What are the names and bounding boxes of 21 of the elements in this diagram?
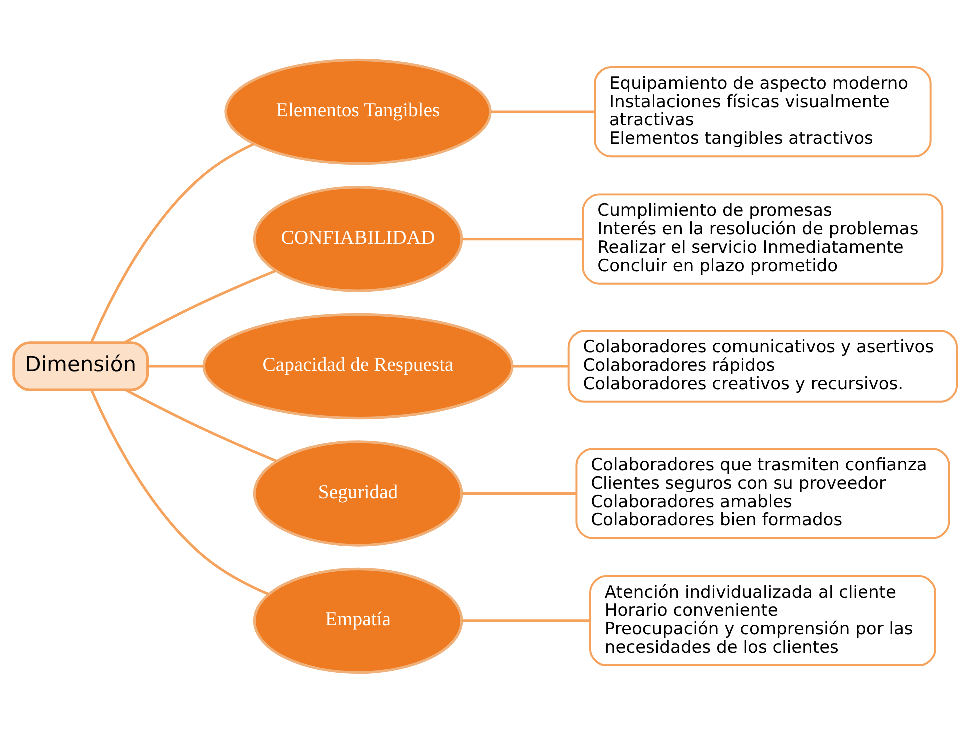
node-box: Cumplimiento de promesas Interés en la resolución de problemas Realizar el servicio Inmediatamente Concluir en plazo prometido [582,193,944,284]
node-ellipse: Elementos Tangibles [224,58,492,165]
connector [512,364,569,368]
connector [126,388,278,462]
node-box: Colaboradores que trasmiten confianza Clientes seguros con su proveedor Colaboradores amables Colaboradores bien formados [576,448,950,539]
connector [462,619,590,622]
node-ellipse: CONFIABILIDAD [253,186,464,292]
node-box: Colaboradores comunicativos y asertivos Colaboradores rápidos Colaboradores creativos y recursivos. [568,330,958,402]
node-box: Equipamiento de aspecto moderno Instalaciones físicas visualmente atractivas Elementos tangibles atractivos [594,66,932,158]
connector [490,110,595,113]
connector [148,364,204,368]
node-box: Atención individualizada al cliente Horario conveniente Preocupación y comprensión por las necesidades de los clientes [590,574,936,666]
node-box: Dimensión [12,341,150,391]
connector [462,237,584,240]
connector [90,389,270,596]
node-ellipse: Seguridad [253,440,464,546]
connector [462,492,576,495]
connector [124,269,276,344]
node-ellipse: Empatía [253,567,464,674]
connector [90,142,255,343]
node-ellipse: Capacidad de Respuesta [202,312,514,420]
